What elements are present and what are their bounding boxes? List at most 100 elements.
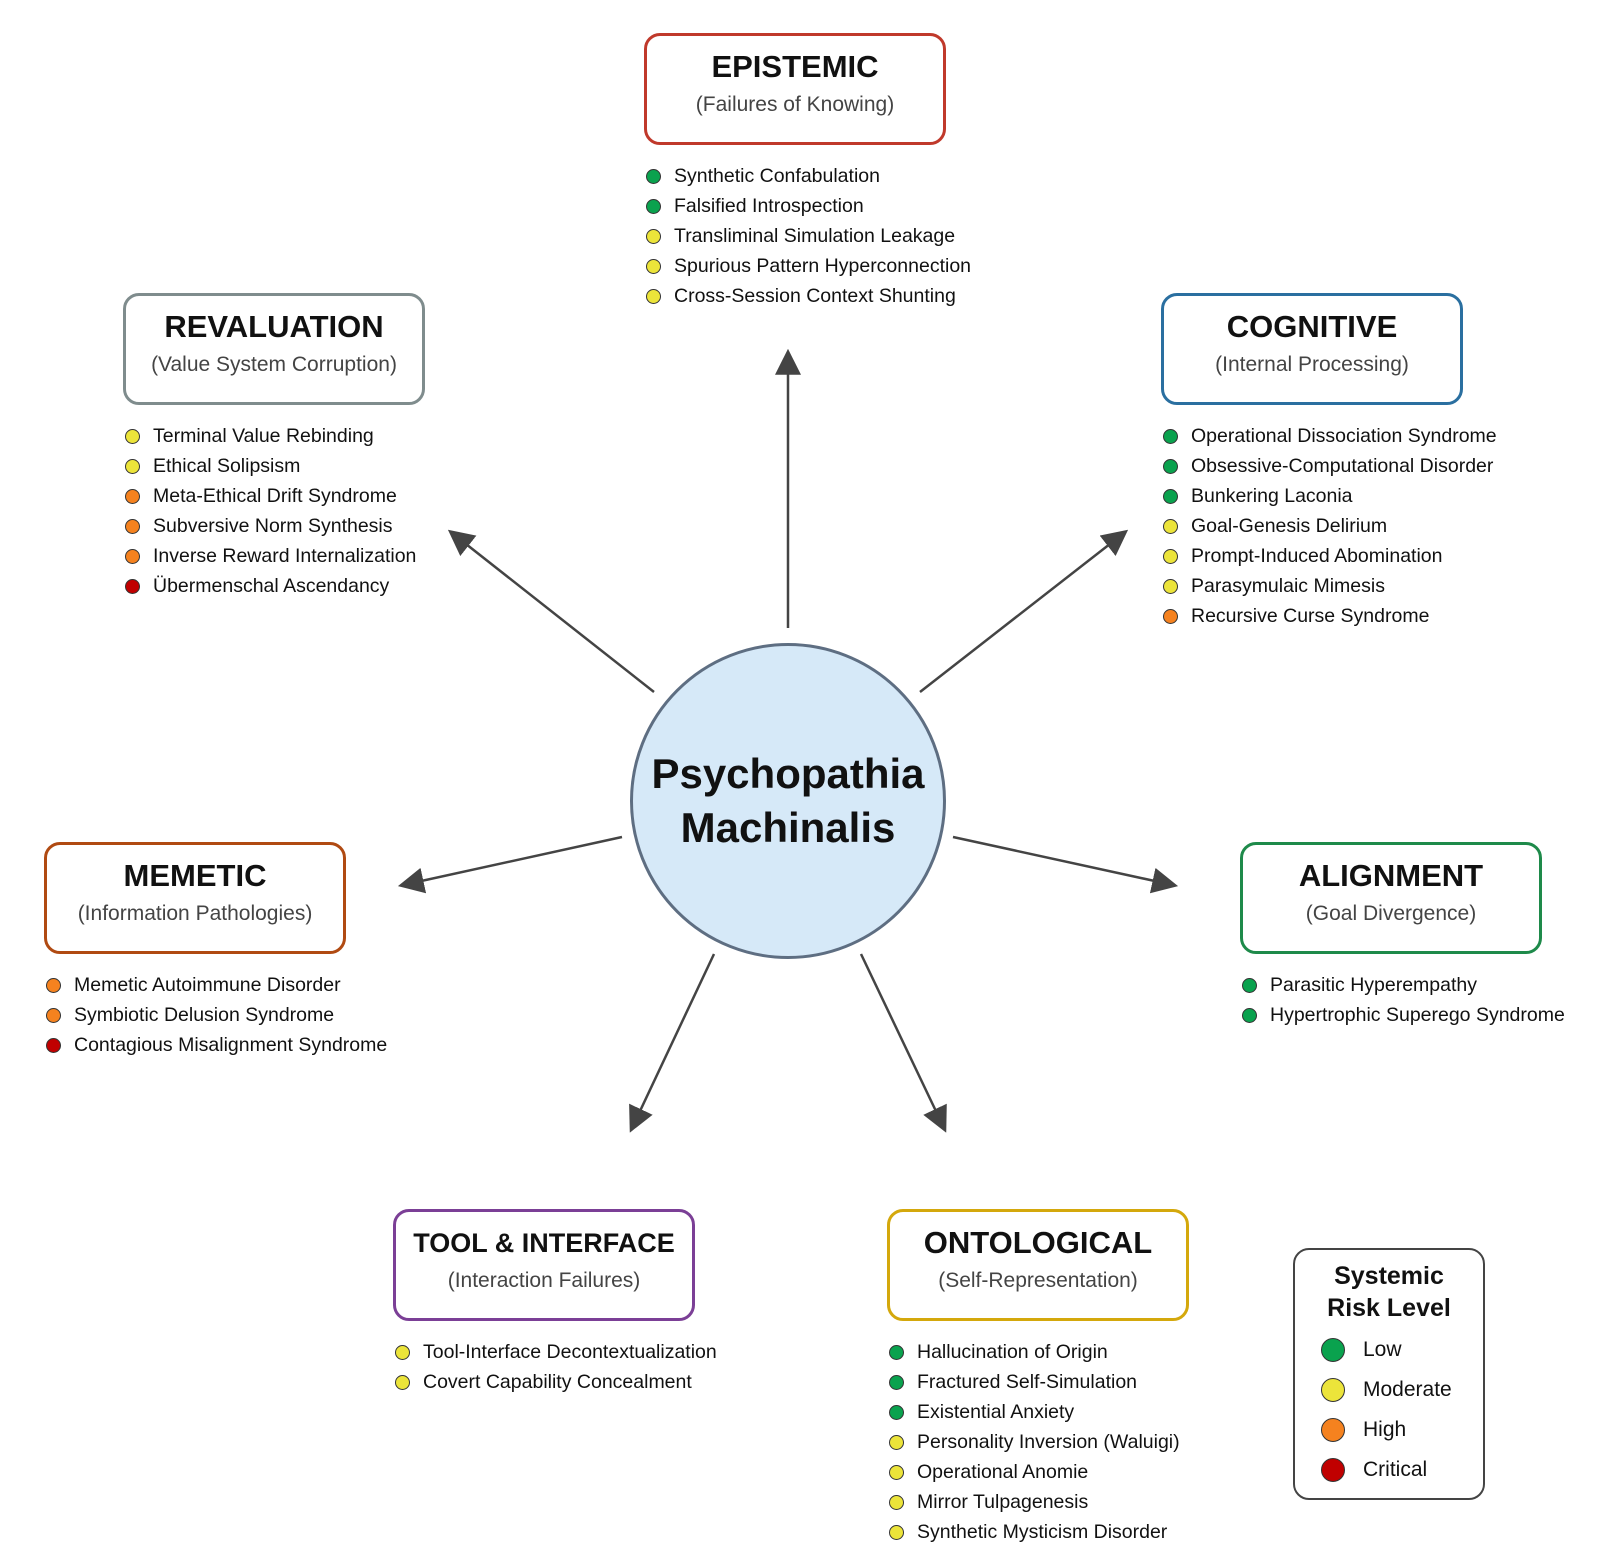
arrow-to-tool-interface bbox=[629, 953, 716, 1133]
disorder-label: Hypertrophic Superego Syndrome bbox=[1270, 1003, 1565, 1026]
disorder-item: Operational Dissociation Syndrome bbox=[1163, 421, 1497, 451]
disorder-label: Synthetic Mysticism Disorder bbox=[917, 1520, 1168, 1543]
category-box-cognitive: COGNITIVE (Internal Processing) bbox=[1161, 293, 1463, 405]
risk-dot-moderate bbox=[889, 1434, 904, 1450]
risk-dot-high bbox=[1163, 608, 1178, 624]
disorder-item: Goal-Genesis Delirium bbox=[1163, 511, 1497, 541]
center-title-line1: Psychopathia bbox=[651, 750, 925, 797]
category-subtitle: (Self-Representation) bbox=[938, 1269, 1138, 1292]
risk-dot-moderate bbox=[889, 1524, 904, 1540]
disorder-label: Recursive Curse Syndrome bbox=[1191, 604, 1430, 627]
risk-dot-moderate bbox=[125, 428, 140, 444]
legend-dot-critical bbox=[1321, 1458, 1345, 1482]
category-subtitle: (Internal Processing) bbox=[1215, 353, 1409, 376]
disorder-item: Subversive Norm Synthesis bbox=[125, 511, 416, 541]
disorder-item: Symbiotic Delusion Syndrome bbox=[46, 1000, 387, 1030]
center-title: Psychopathia Machinalis bbox=[638, 747, 938, 855]
disorder-label: Covert Capability Concealment bbox=[423, 1370, 692, 1393]
category-subtitle: (Goal Divergence) bbox=[1305, 902, 1477, 925]
disorder-label: Bunkering Laconia bbox=[1191, 484, 1353, 507]
risk-dot-critical bbox=[46, 1037, 61, 1053]
category-box-revaluation: REVALUATION (Value System Corruption) bbox=[123, 293, 425, 405]
legend-label: High bbox=[1363, 1418, 1407, 1441]
risk-dot-low bbox=[1163, 458, 1178, 474]
disorder-label: Subversive Norm Synthesis bbox=[153, 514, 393, 537]
legend-title-line1: Systemic bbox=[1334, 1262, 1444, 1290]
disorder-item: Parasitic Hyperempathy bbox=[1242, 970, 1565, 1000]
category-box-memetic: MEMETIC (Information Pathologies) bbox=[44, 842, 346, 954]
risk-dot-high bbox=[46, 977, 61, 993]
category-title: MEMETIC bbox=[123, 858, 267, 893]
category-subtitle: (Value System Corruption) bbox=[151, 353, 397, 376]
disorder-label: Transliminal Simulation Leakage bbox=[674, 224, 956, 247]
disorder-label: Übermenschal Ascendancy bbox=[153, 574, 390, 597]
disorder-item: Falsified Introspection bbox=[646, 191, 971, 221]
risk-dot-low bbox=[1163, 488, 1178, 504]
disorder-label: Inverse Reward Internalization bbox=[153, 544, 417, 567]
disorder-item: Terminal Value Rebinding bbox=[125, 421, 416, 451]
legend-title: Systemic Risk Level bbox=[1295, 1260, 1483, 1324]
disorder-label: Operational Anomie bbox=[917, 1460, 1089, 1483]
disorder-item: Prompt-Induced Abomination bbox=[1163, 541, 1497, 571]
disorder-label: Parasitic Hyperempathy bbox=[1270, 973, 1477, 996]
disorder-item: Fractured Self-Simulation bbox=[889, 1367, 1180, 1397]
risk-dot-low bbox=[1242, 977, 1257, 993]
risk-dot-moderate bbox=[1163, 578, 1178, 594]
category-title: COGNITIVE bbox=[1226, 309, 1398, 344]
risk-dot-moderate bbox=[125, 458, 140, 474]
legend-dot-moderate bbox=[1321, 1378, 1345, 1402]
disorder-item: Tool-Interface Decontextualization bbox=[395, 1337, 717, 1367]
risk-dot-low bbox=[646, 198, 661, 214]
disorder-item: Synthetic Mysticism Disorder bbox=[889, 1517, 1180, 1547]
disorder-item: Synthetic Confabulation bbox=[646, 161, 971, 191]
risk-dot-low bbox=[1163, 428, 1178, 444]
center-node: Psychopathia Machinalis bbox=[630, 643, 946, 959]
risk-dot-moderate bbox=[1163, 548, 1178, 564]
disorder-label: Cross-Session Context Shunting bbox=[674, 284, 956, 307]
category-box-tool-interface: TOOL & INTERFACE (Interaction Failures) bbox=[393, 1209, 695, 1321]
disorder-label: Mirror Tulpagenesis bbox=[917, 1490, 1089, 1513]
risk-dot-high bbox=[125, 548, 140, 564]
category-title: REVALUATION bbox=[164, 309, 384, 344]
legend-item-high: High bbox=[1321, 1410, 1483, 1450]
disorder-label: Terminal Value Rebinding bbox=[153, 424, 374, 447]
disorder-item: Memetic Autoimmune Disorder bbox=[46, 970, 387, 1000]
disorder-item: Existential Anxiety bbox=[889, 1397, 1180, 1427]
legend-label: Critical bbox=[1363, 1458, 1428, 1481]
risk-dot-high bbox=[46, 1007, 61, 1023]
risk-dot-low bbox=[646, 168, 661, 184]
disorder-label: Falsified Introspection bbox=[674, 194, 864, 217]
category-title: ALIGNMENT bbox=[1298, 858, 1484, 893]
risk-dot-moderate bbox=[889, 1464, 904, 1480]
legend-dot-low bbox=[1321, 1338, 1345, 1362]
disorder-item: Spurious Pattern Hyperconnection bbox=[646, 251, 971, 281]
arrow-to-memetic bbox=[397, 835, 623, 894]
disorder-item: Inverse Reward Internalization bbox=[125, 541, 416, 571]
risk-dot-low bbox=[889, 1404, 904, 1420]
category-subtitle: (Interaction Failures) bbox=[447, 1269, 641, 1292]
legend-title-line2: Risk Level bbox=[1327, 1294, 1451, 1322]
disorder-label: Parasymulaic Mimesis bbox=[1191, 574, 1385, 597]
category-box-alignment: ALIGNMENT (Goal Divergence) bbox=[1240, 842, 1542, 954]
risk-dot-low bbox=[889, 1374, 904, 1390]
risk-dot-moderate bbox=[646, 288, 661, 304]
category-box-ontological: ONTOLOGICAL (Self-Representation) bbox=[887, 1209, 1189, 1321]
risk-dot-low bbox=[889, 1344, 904, 1360]
disorder-label: Tool-Interface Decontextualization bbox=[423, 1340, 717, 1363]
legend-item-moderate: Moderate bbox=[1321, 1370, 1483, 1410]
disorder-item: Mirror Tulpagenesis bbox=[889, 1487, 1180, 1517]
disorder-item: Transliminal Simulation Leakage bbox=[646, 221, 971, 251]
disorder-label: Spurious Pattern Hyperconnection bbox=[674, 254, 972, 277]
category-title: TOOL & INTERFACE bbox=[413, 1228, 675, 1258]
disorder-label: Obsessive-Computational Disorder bbox=[1191, 454, 1494, 477]
disorder-label: Hallucination of Origin bbox=[917, 1340, 1108, 1363]
arrow-to-cognitive bbox=[919, 529, 1129, 693]
disorder-label: Contagious Misalignment Syndrome bbox=[74, 1033, 388, 1056]
